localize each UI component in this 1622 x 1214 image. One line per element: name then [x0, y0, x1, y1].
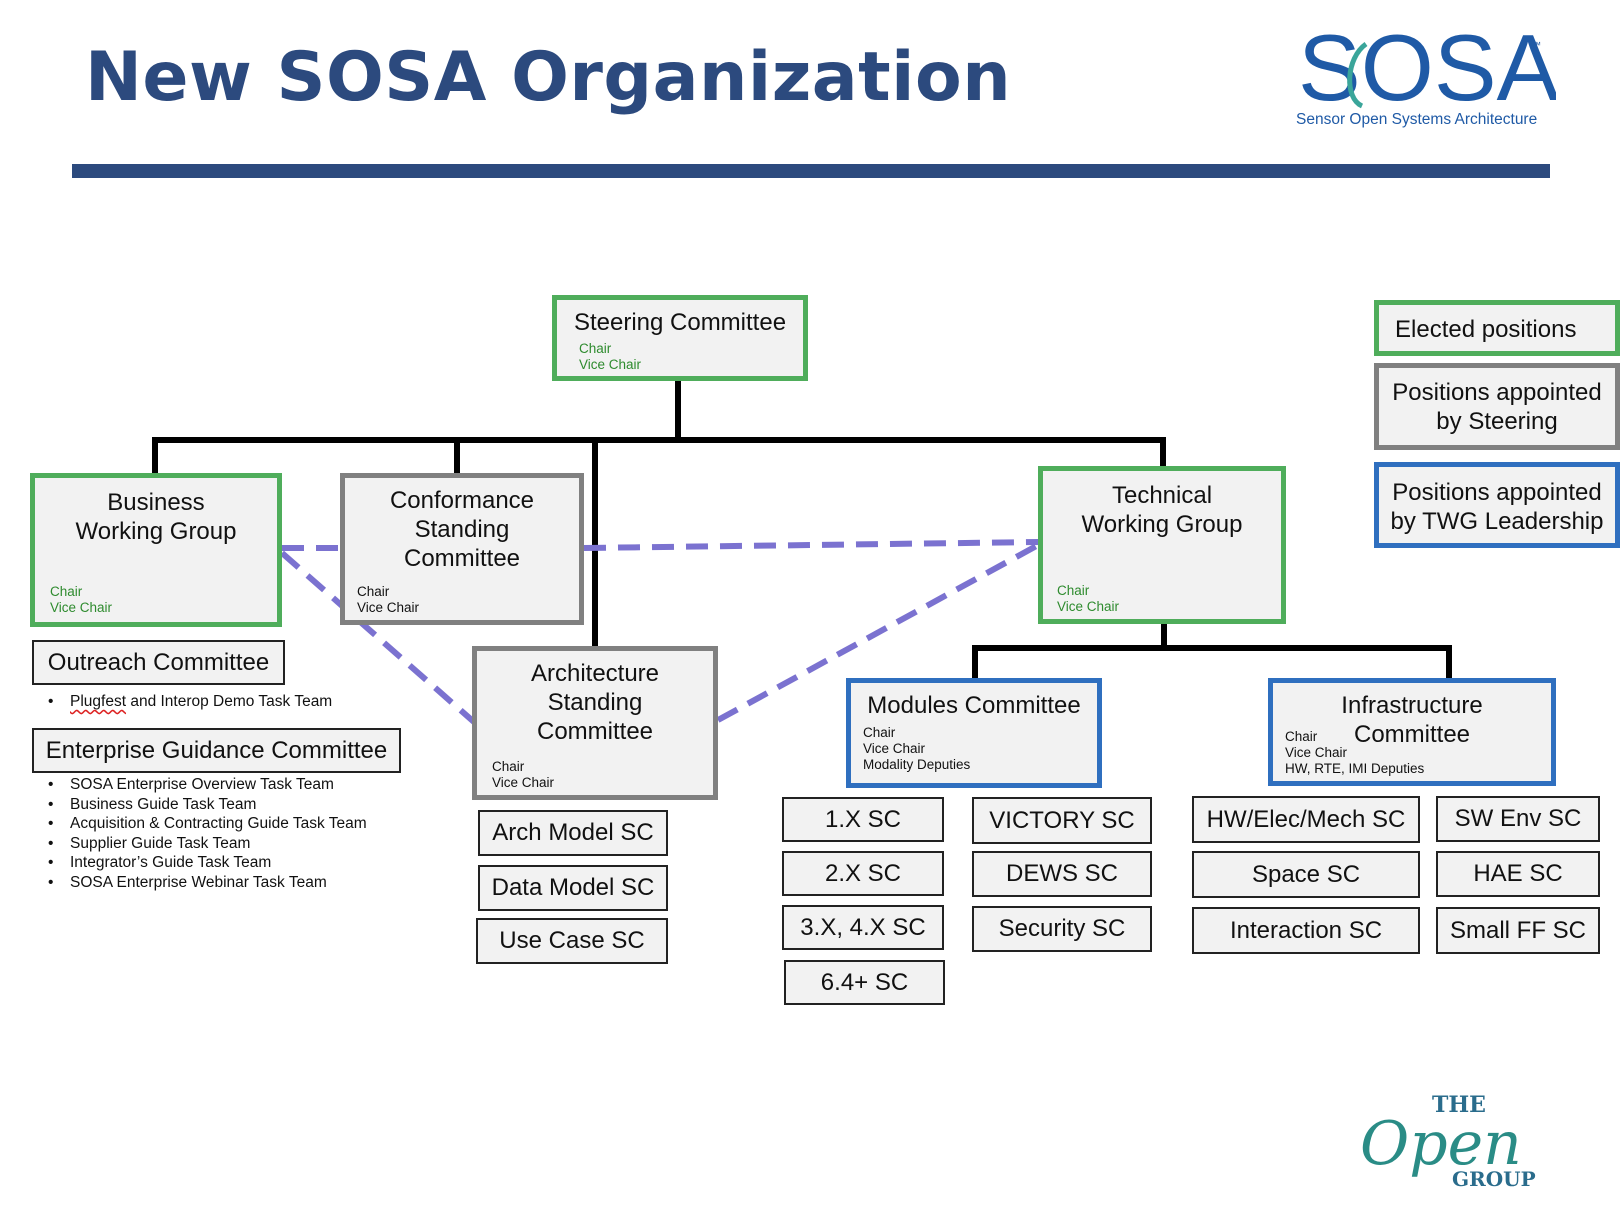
list-item: SOSA Enterprise Overview Task Team: [32, 775, 367, 795]
modules-vice-chair-label: Vice Chair: [863, 741, 926, 756]
open-group-logo: THE Open GROUP: [1360, 1090, 1550, 1191]
legend-steering-appointed: Positions appointed by Steering: [1374, 363, 1620, 450]
hw-elec-mech-sc[interactable]: HW/Elec/Mech SC: [1192, 796, 1420, 843]
architecture-vice-chair-label: Vice Chair: [492, 775, 555, 790]
open-group-open: Open: [1360, 1109, 1522, 1179]
modules-chair-label: Chair: [863, 725, 896, 740]
technical-working-group-name: Technical Working Group: [1081, 482, 1243, 538]
sosa-logo-tm: ™: [1532, 40, 1541, 50]
infrastructure-committee-box[interactable]: Infrastructure Committee Chair Vice Chai…: [1268, 678, 1556, 786]
architecture-committee-name: Architecture Standing Committee: [530, 660, 660, 745]
legend-steering-label: Positions appointed by Steering: [1392, 379, 1602, 435]
legend-elected-positions: Elected positions: [1374, 300, 1620, 356]
list-item: SOSA Enterprise Webinar Task Team: [32, 873, 367, 893]
data-model-sc[interactable]: Data Model SC: [478, 865, 668, 911]
sosa-logo-wordmark: SOSA: [1298, 18, 1556, 120]
arch-model-sc[interactable]: Arch Model SC: [478, 810, 668, 856]
list-item: Business Guide Task Team: [32, 795, 367, 815]
small-ff-sc[interactable]: Small FF SC: [1436, 907, 1600, 954]
sosa-logo: SOSA ™ Sensor Open Systems Architecture: [1296, 15, 1560, 138]
plugfest-term: Plugfest: [70, 693, 127, 710]
sc-1x[interactable]: 1.X SC: [782, 797, 944, 842]
list-item: Acquisition & Contracting Guide Task Tea…: [32, 814, 367, 834]
space-sc[interactable]: Space SC: [1192, 851, 1420, 898]
steering-vice-chair-label: Vice Chair: [579, 357, 642, 372]
infrastructure-vice-chair-label: Vice Chair: [1285, 745, 1348, 760]
security-sc[interactable]: Security SC: [972, 906, 1152, 952]
business-working-group-name: Business Working Group: [75, 489, 237, 545]
victory-sc[interactable]: VICTORY SC: [972, 797, 1152, 844]
list-item: Supplier Guide Task Team: [32, 834, 367, 854]
conformance-vice-chair-label: Vice Chair: [357, 600, 420, 615]
sw-env-sc[interactable]: SW Env SC: [1436, 796, 1600, 842]
business-chair-label: Chair: [50, 584, 83, 599]
legend-twg-appointed: Positions appointed by TWG Leadership: [1374, 462, 1620, 548]
plugfest-rest: and Interop Demo Task Team: [126, 693, 333, 710]
open-group-group: GROUP: [1452, 1167, 1536, 1190]
outreach-task-list: Plugfest and Interop Demo Task Team: [32, 692, 332, 712]
steering-committee-name: Steering Committee: [573, 309, 787, 336]
dews-sc[interactable]: DEWS SC: [972, 851, 1152, 897]
conformance-standing-committee-box[interactable]: Conformance Standing Committee Chair Vic…: [340, 473, 584, 625]
conformance-committee-name: Conformance Standing Committee: [389, 487, 535, 572]
technical-vice-chair-label: Vice Chair: [1057, 599, 1120, 614]
architecture-chair-label: Chair: [492, 759, 525, 774]
hae-sc[interactable]: HAE SC: [1436, 851, 1600, 897]
infrastructure-committee-name: Infrastructure Committee: [1341, 692, 1483, 748]
steering-committee-box[interactable]: Steering Committee Chair Vice Chair: [552, 295, 808, 381]
legend-elected-label: Elected positions: [1395, 316, 1577, 343]
modules-deputies-label: Modality Deputies: [863, 757, 971, 772]
business-vice-chair-label: Vice Chair: [50, 600, 113, 615]
enterprise-task-list: SOSA Enterprise Overview Task Team Busin…: [32, 775, 367, 892]
outreach-committee-box[interactable]: Outreach Committee: [32, 640, 285, 685]
steering-chair-label: Chair: [579, 341, 612, 356]
sc-3x-4x[interactable]: 3.X, 4.X SC: [782, 905, 944, 950]
open-group-the: THE: [1432, 1092, 1486, 1118]
architecture-standing-committee-box[interactable]: Architecture Standing Committee Chair Vi…: [472, 646, 718, 800]
modules-committee-box[interactable]: Modules Committee Chair Vice Chair Modal…: [846, 678, 1102, 788]
interaction-sc[interactable]: Interaction SC: [1192, 907, 1420, 954]
infrastructure-deputies-label: HW, RTE, IMI Deputies: [1285, 761, 1425, 776]
list-item: Integrator’s Guide Task Team: [32, 853, 367, 873]
modules-committee-name: Modules Committee: [867, 692, 1081, 719]
sc-2x[interactable]: 2.X SC: [782, 851, 944, 896]
sosa-logo-tagline: Sensor Open Systems Architecture: [1296, 111, 1537, 128]
enterprise-guidance-committee-box[interactable]: Enterprise Guidance Committee: [32, 728, 401, 773]
business-working-group-box[interactable]: Business Working Group Chair Vice Chair: [30, 473, 282, 627]
use-case-sc[interactable]: Use Case SC: [476, 918, 668, 964]
technical-working-group-box[interactable]: Technical Working Group Chair Vice Chair: [1038, 466, 1286, 624]
infrastructure-chair-label: Chair: [1285, 729, 1318, 744]
list-item: Plugfest and Interop Demo Task Team: [32, 692, 332, 712]
conformance-chair-label: Chair: [357, 584, 390, 599]
page-title: New SOSA Organization: [85, 38, 1012, 117]
technical-chair-label: Chair: [1057, 583, 1090, 598]
title-divider: [72, 164, 1550, 178]
sc-64-plus[interactable]: 6.4+ SC: [784, 960, 945, 1005]
legend-twg-label: Positions appointed by TWG Leadership: [1390, 479, 1604, 535]
